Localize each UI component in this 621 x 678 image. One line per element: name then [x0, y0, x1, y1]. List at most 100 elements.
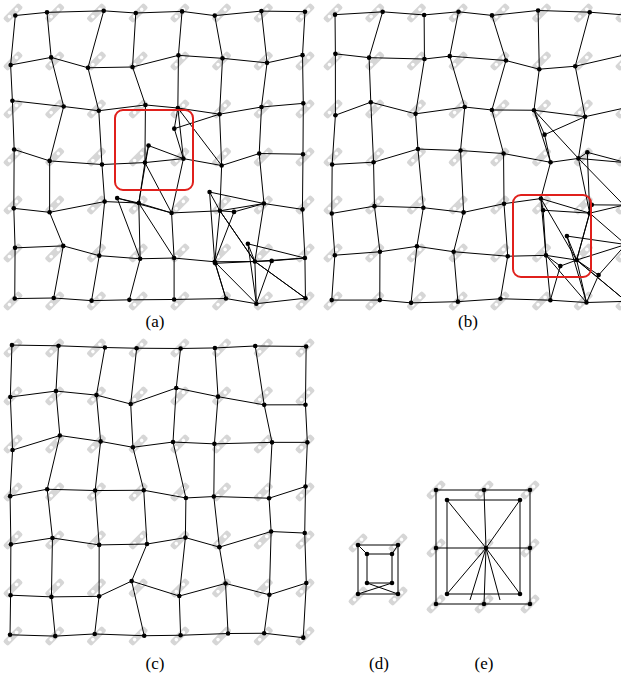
mesh-edge: [220, 114, 222, 165]
robot-wheel: [543, 295, 548, 300]
mesh-vertex: [100, 162, 105, 167]
mesh-edge: [222, 154, 260, 166]
mesh-vertex: [61, 104, 66, 109]
robot-wheel: [181, 390, 186, 395]
robot-wheel: [299, 397, 304, 402]
robot-wheel: [56, 7, 61, 12]
mesh-edge: [255, 204, 264, 262]
mesh-vertex: [532, 108, 537, 113]
robot-symbol: [3, 291, 24, 312]
robot-symbol: [531, 3, 552, 24]
mesh-vertex: [232, 210, 237, 215]
mesh-edge: [590, 205, 621, 213]
robot-wheel: [139, 342, 144, 347]
mesh-vertex: [61, 244, 66, 249]
mesh-edge: [450, 56, 506, 60]
mesh-edge: [178, 55, 222, 58]
mesh-edge: [575, 66, 585, 116]
robot-wheel: [299, 302, 304, 307]
mesh-edge: [332, 213, 335, 255]
mesh-edge: [332, 300, 380, 301]
mesh-vertex: [218, 209, 223, 214]
robot-body: [323, 291, 344, 312]
mesh-edge: [220, 107, 262, 114]
mesh-edge: [132, 544, 147, 581]
mesh-edge: [416, 59, 425, 114]
mesh-edge: [454, 212, 464, 251]
mesh-edge: [15, 298, 54, 300]
mesh-vertex: [262, 631, 267, 636]
mesh-edge: [255, 261, 306, 298]
mesh-vertex: [301, 635, 306, 640]
mesh-edge: [305, 442, 307, 486]
mesh-edge: [55, 634, 95, 636]
mesh-vertex: [257, 151, 262, 156]
robot-wheel: [417, 295, 422, 300]
robot-wheel: [327, 62, 332, 67]
robot-body: [323, 51, 344, 72]
robot-wheel: [7, 110, 12, 115]
mesh-edge: [271, 532, 305, 534]
mesh-vertex: [131, 445, 136, 450]
robot-wheel: [543, 55, 548, 60]
robot-wheel: [215, 445, 220, 450]
mesh-vertex: [456, 9, 461, 14]
robot-symbol: [44, 51, 65, 72]
robot-body: [253, 338, 274, 359]
mesh-vertex: [223, 581, 228, 586]
robot-body: [490, 147, 511, 168]
mesh-edge: [264, 595, 269, 633]
mesh-edge: [10, 450, 12, 496]
mesh-vertex: [300, 207, 305, 212]
mesh-edge: [176, 388, 218, 397]
mesh-edge: [215, 263, 226, 298]
mesh-edge: [492, 15, 506, 60]
mesh-edge: [534, 110, 545, 134]
robot-body: [364, 291, 385, 312]
robot-symbol: [128, 386, 149, 407]
mesh-layer: [3, 3, 621, 647]
robot-symbol: [211, 626, 232, 647]
mesh-vertex: [58, 433, 63, 438]
mesh-vertex: [544, 253, 549, 258]
robot-body: [531, 243, 552, 264]
robot-wheel: [392, 597, 397, 602]
robot-body: [295, 147, 316, 168]
mesh-edge: [261, 63, 267, 107]
robot-wheel: [306, 630, 311, 635]
mesh-edge: [178, 11, 182, 55]
mesh-edge: [541, 162, 551, 198]
mesh-edge: [213, 444, 215, 497]
robot-wheel: [531, 484, 536, 489]
robot-symbol: [323, 99, 344, 120]
robot-wheel: [306, 55, 311, 60]
mesh-edge: [599, 245, 621, 276]
robot-body: [3, 291, 24, 312]
robot-symbol: [406, 147, 427, 168]
mesh-edge: [51, 597, 55, 636]
mesh-vertex: [333, 52, 338, 57]
mesh-edge: [104, 11, 136, 13]
mesh-edge: [380, 300, 411, 303]
mesh-vertex: [528, 546, 533, 551]
mesh-vertex: [138, 256, 143, 261]
mesh-vertex: [303, 296, 308, 301]
mesh-edge: [367, 554, 392, 555]
mesh-edge: [264, 405, 272, 442]
robot-body: [3, 338, 24, 359]
mesh-vertex: [422, 13, 427, 18]
robot-body: [490, 51, 511, 72]
robot-wheel: [132, 397, 137, 402]
mesh-vertex: [541, 208, 546, 213]
robot-symbol: [615, 51, 621, 72]
robot-body: [490, 3, 511, 24]
mesh-edge: [447, 500, 448, 594]
mesh-edge: [178, 108, 222, 166]
robot-wheel: [49, 14, 54, 19]
mesh-edge: [88, 68, 99, 111]
robot-wheel: [376, 151, 381, 156]
robot-symbol: [44, 99, 65, 120]
mesh-vertex: [253, 344, 258, 349]
robot-wheel: [223, 199, 228, 204]
